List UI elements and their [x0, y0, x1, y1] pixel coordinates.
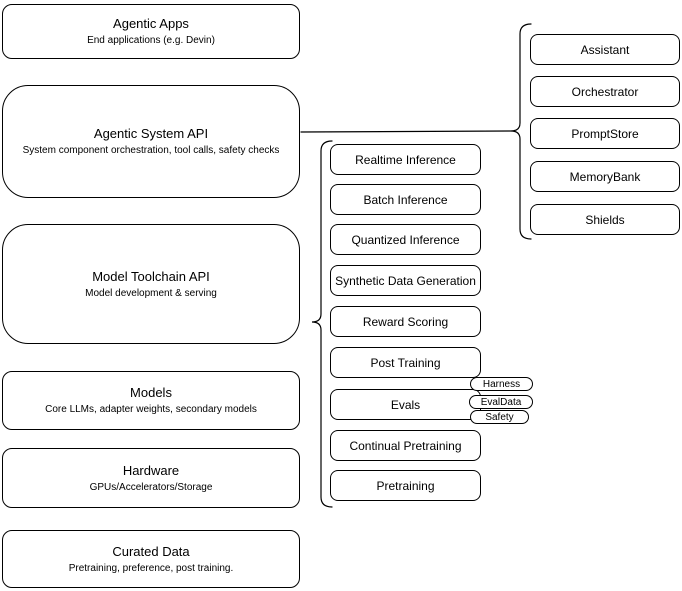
tag-safety: Safety [470, 410, 529, 424]
node-model-toolchain-api: Model Toolchain API Model development & … [2, 224, 300, 344]
node-subtitle: System component orchestration, tool cal… [22, 145, 280, 156]
node-post-training: Post Training [330, 347, 481, 378]
node-subtitle: End applications (e.g. Devin) [87, 35, 215, 46]
node-hardware: Hardware GPUs/Accelerators/Storage [2, 448, 300, 508]
system-api-connector-line [300, 130, 512, 133]
node-batch-inference: Batch Inference [330, 184, 481, 215]
node-agentic-system-api: Agentic System API System component orch… [2, 85, 300, 198]
node-title: Agentic System API [93, 126, 209, 141]
node-memorybank: MemoryBank [530, 161, 680, 192]
tag-harness: Harness [470, 377, 533, 391]
node-synthetic-data-generation: Synthetic Data Generation [330, 265, 481, 296]
node-subtitle: Model development & serving [85, 287, 217, 299]
node-title: Hardware [122, 462, 180, 478]
node-reward-scoring: Reward Scoring [330, 306, 481, 337]
node-pretraining: Pretraining [330, 470, 481, 501]
node-assistant: Assistant [530, 34, 680, 65]
node-agentic-apps: Agentic Apps End applications (e.g. Devi… [2, 4, 300, 59]
node-models: Models Core LLMs, adapter weights, secon… [2, 371, 300, 430]
node-title: Models [130, 385, 172, 400]
node-subtitle: Pretraining, preference, post training. [68, 562, 234, 574]
node-title: Model Toolchain API [92, 268, 210, 284]
tag-evaldata: EvalData [469, 395, 533, 409]
node-evals: Evals [330, 389, 481, 420]
node-orchestrator: Orchestrator [530, 76, 680, 107]
node-title: Curated Data [112, 543, 190, 559]
node-curated-data: Curated Data Pretraining, preference, po… [2, 530, 300, 588]
node-subtitle: Core LLMs, adapter weights, secondary mo… [45, 404, 257, 415]
node-subtitle: GPUs/Accelerators/Storage [89, 481, 213, 493]
toolchain-brace [311, 140, 333, 508]
node-quantized-inference: Quantized Inference [330, 224, 481, 255]
node-title: Agentic Apps [113, 16, 189, 31]
node-promptstore: PromptStore [530, 118, 680, 149]
system-brace [510, 23, 532, 240]
node-shields: Shields [530, 204, 680, 235]
node-realtime-inference: Realtime Inference [330, 144, 481, 175]
node-continual-pretraining: Continual Pretraining [330, 430, 481, 461]
